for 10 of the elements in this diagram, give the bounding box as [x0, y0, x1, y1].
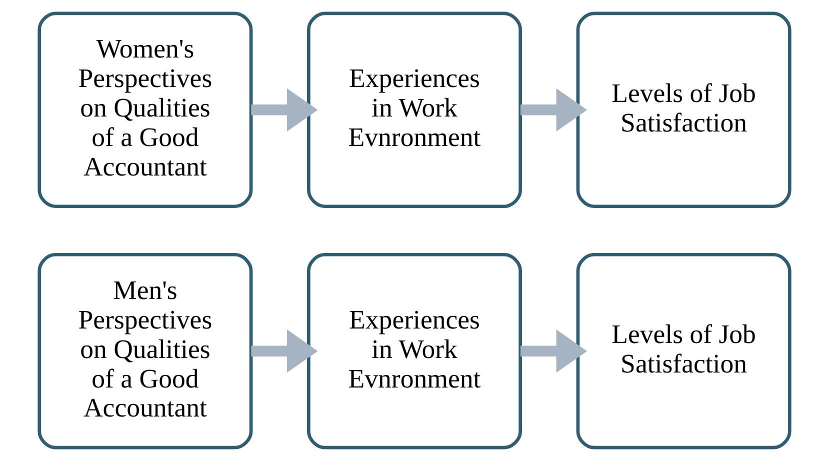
node-box: Experiences in Work Evnronment [306, 252, 522, 450]
node-box: Levels of Job Satisfaction [576, 252, 791, 450]
node-box: Men's Perspectives on Qualities of a Good Accountant [37, 252, 252, 450]
arrow [250, 88, 318, 132]
arrow [520, 88, 587, 132]
node-box: Experiences in Work Evnronment [306, 12, 522, 208]
arrow [520, 330, 587, 373]
arrow [250, 330, 318, 373]
node-box: Levels of Job Satisfaction [576, 12, 791, 208]
node-box: Women's Perspectives on Qualities of a Good Accountant [37, 12, 252, 208]
